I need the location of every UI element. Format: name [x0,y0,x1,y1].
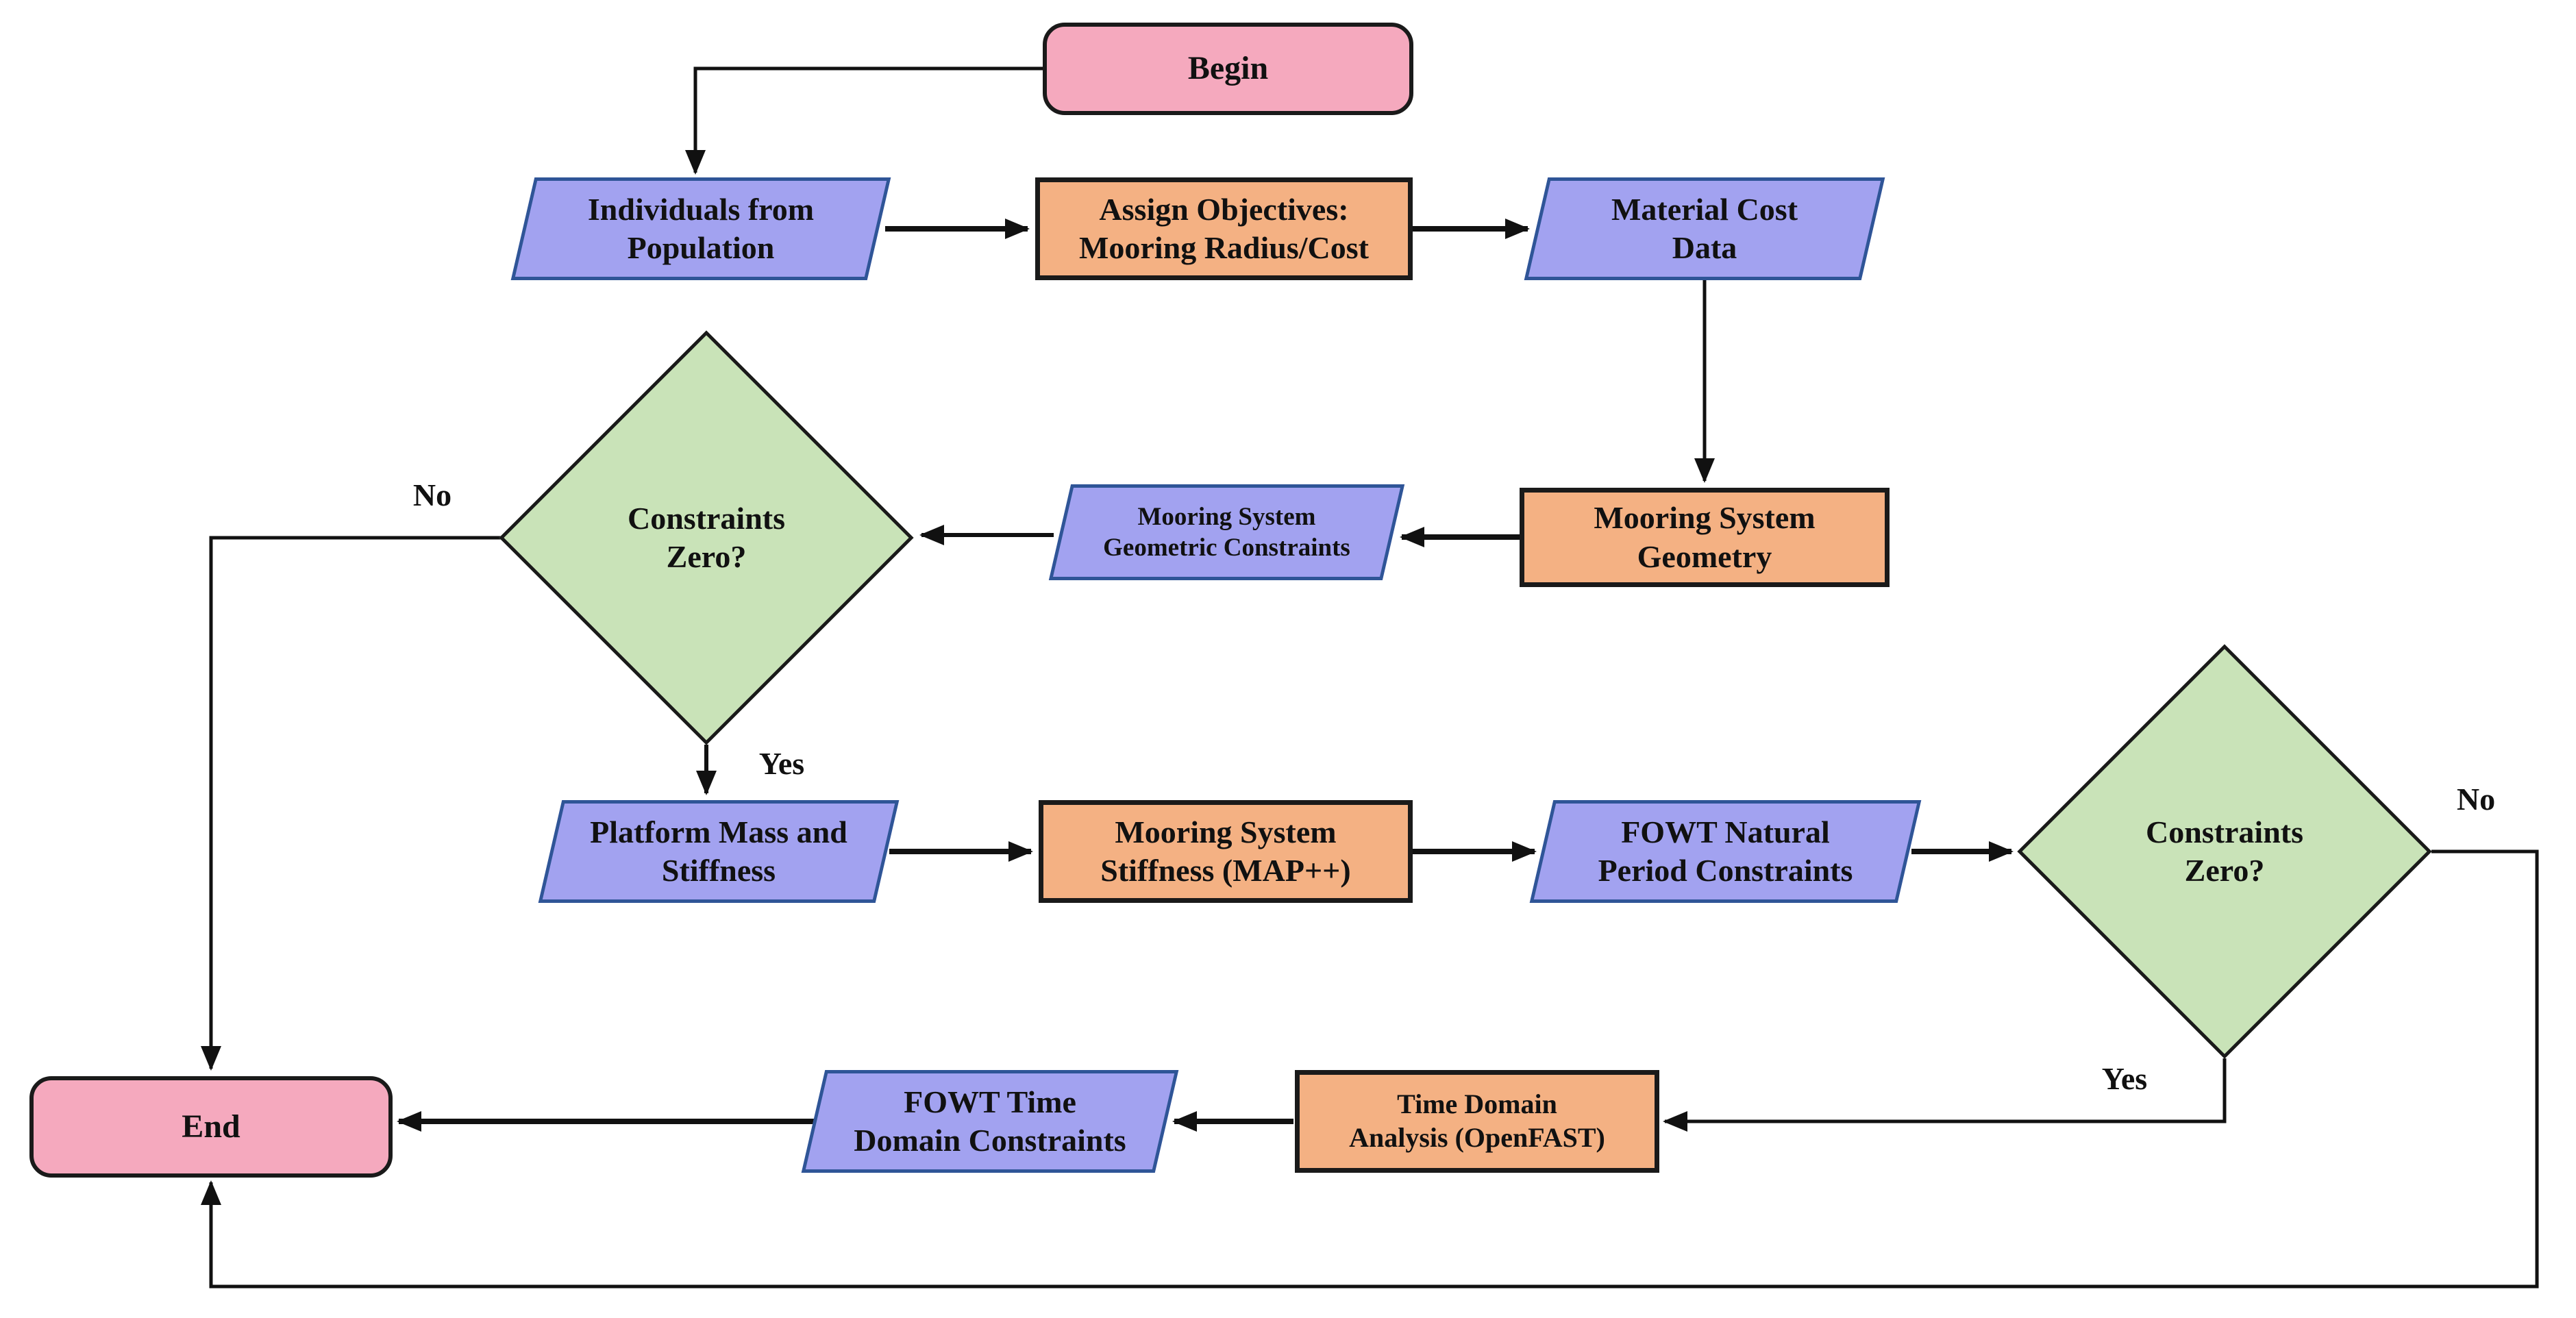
edge-decision-right-no-loop-to-end [201,849,2539,1289]
node-constraints-zero-left: Constraints Zero? [498,330,915,746]
node-label: Constraints Zero? [2145,814,2304,888]
node-label: Mooring System Stiffness (MAP++) [1100,814,1351,888]
edge-decision-right-yes-to-tda [1663,1058,2227,1132]
node-label: Mooring System Geometry [1594,500,1816,574]
node-assign-objectives: Assign Objectives: Mooring Radius/Cost [1035,177,1413,280]
node-fowt-natural-period-constraints: FOWT Natural Period Constraints [1529,800,1922,903]
node-mooring-geometric-constraints: Mooring System Geometric Constraints [1048,484,1405,580]
node-label: Time Domain Analysis (OpenFAST) [1349,1089,1605,1153]
node-label: Constraints Zero? [627,500,786,574]
node-label: Assign Objectives: Mooring Radius/Cost [1079,191,1369,265]
node-time-domain-analysis: Time Domain Analysis (OpenFAST) [1295,1070,1659,1173]
node-individuals-from-population: Individuals from Population [510,177,891,280]
node-constraints-zero-right: Constraints Zero? [2016,643,2433,1060]
node-platform-mass-stiffness: Platform Mass and Stiffness [538,800,900,903]
node-label: Individuals from Population [587,191,815,265]
node-begin: Begin [1043,23,1413,115]
edge-label-yes-left: Yes [758,746,805,781]
node-label: End [182,1108,240,1145]
node-label: FOWT Time Domain Constraints [854,1084,1126,1158]
node-label: Begin [1187,50,1269,87]
node-label: Material Cost Data [1611,191,1798,265]
edge-begin-to-individuals [685,66,1043,175]
edge-label-no-left: No [412,477,452,512]
edge-decision-left-no-to-end [201,536,502,1071]
edge-label-yes-right: Yes [2101,1061,2148,1096]
node-mooring-system-geometry: Mooring System Geometry [1520,488,1890,587]
node-label: FOWT Natural Period Constraints [1598,814,1853,888]
node-material-cost-data: Material Cost Data [1524,177,1885,280]
node-end: End [29,1076,393,1178]
node-label: Mooring System Geometric Constraints [1103,502,1350,562]
node-fowt-time-domain-constraints: FOWT Time Domain Constraints [801,1070,1179,1173]
edge-label-no-right: No [2456,782,2496,817]
node-label: Platform Mass and Stiffness [590,814,847,888]
node-mooring-system-stiffness: Mooring System Stiffness (MAP++) [1039,800,1413,903]
